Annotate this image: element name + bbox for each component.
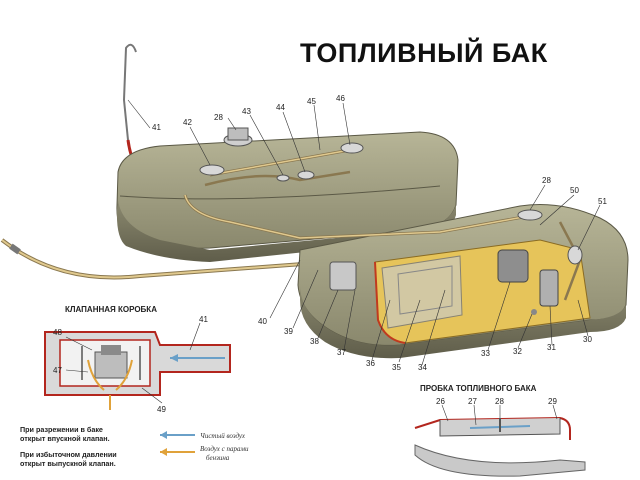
label-37: 37 xyxy=(337,348,346,357)
label-45: 45 xyxy=(307,97,316,106)
label-41: 41 xyxy=(152,123,161,132)
cap-label-28: 28 xyxy=(495,397,504,406)
filler-neck xyxy=(223,127,253,147)
note-vacuum-line1: При разрежении в баке xyxy=(20,425,103,434)
lower-tank xyxy=(297,204,629,359)
label-33: 33 xyxy=(481,349,490,358)
label-34: 34 xyxy=(418,363,427,372)
label-31: 31 xyxy=(547,343,556,352)
legend-clean-air: Чистый воздух xyxy=(200,432,246,440)
flow-legend: Чистый воздух Воздух с парами бензина xyxy=(160,431,249,462)
label-32: 32 xyxy=(513,347,522,356)
label-28: 28 xyxy=(214,113,223,122)
label-42: 42 xyxy=(183,118,192,127)
label-28-right: 28 xyxy=(542,176,551,185)
label-38: 38 xyxy=(310,337,319,346)
fuel-cap-caption: ПРОБКА ТОПЛИВНОГО БАКА xyxy=(420,384,537,393)
valve-box-caption: КЛАПАННАЯ КОРОБКА xyxy=(65,305,157,314)
leader-lines xyxy=(127,99,601,366)
label-44: 44 xyxy=(276,103,285,112)
filler-pipe xyxy=(0,238,331,280)
vapor-air-arrow-icon xyxy=(160,448,167,456)
label-36: 36 xyxy=(366,359,375,368)
cap-label-29: 29 xyxy=(548,397,557,406)
tank-piping xyxy=(183,148,582,301)
label-39: 39 xyxy=(284,327,293,336)
valve-notes: При разрежении в баке открыт впускной кл… xyxy=(20,425,117,468)
legend-vapor-line2: бензина xyxy=(206,454,230,462)
label-50: 50 xyxy=(570,186,579,195)
valve-label-49: 49 xyxy=(157,405,166,414)
note-pressure-line2: открыт выпускной клапан. xyxy=(20,459,116,468)
label-35: 35 xyxy=(392,363,401,372)
valve-label-48: 48 xyxy=(53,328,62,337)
main-callouts: 41 42 28 43 44 45 46 28 50 51 40 39 38 3… xyxy=(152,94,607,372)
label-43: 43 xyxy=(242,107,251,116)
label-51: 51 xyxy=(598,197,607,206)
upper-tank xyxy=(116,131,459,262)
cap-label-27: 27 xyxy=(468,397,477,406)
legend-vapor-line1: Воздух с парами xyxy=(200,445,249,453)
clean-air-arrow-icon xyxy=(160,431,167,439)
label-46: 46 xyxy=(336,94,345,103)
label-30: 30 xyxy=(583,335,592,344)
valve-label-47: 47 xyxy=(53,366,62,375)
valve-label-41: 41 xyxy=(199,315,208,324)
note-pressure-line1: При избыточном давлении xyxy=(20,450,117,459)
fuel-cap-inset: ПРОБКА ТОПЛИВНОГО БАКА 26 27 28 29 xyxy=(414,384,586,477)
valve-box-inset: КЛАПАННАЯ КОРОБКА 48 41 47 49 xyxy=(40,305,240,414)
fittings xyxy=(199,142,583,315)
cap-label-26: 26 xyxy=(436,397,445,406)
note-vacuum-line2: открыт впускной клапан. xyxy=(20,434,110,443)
page-title: ТОПЛИВНЫЙ БАК xyxy=(300,38,548,68)
label-40: 40 xyxy=(258,317,267,326)
